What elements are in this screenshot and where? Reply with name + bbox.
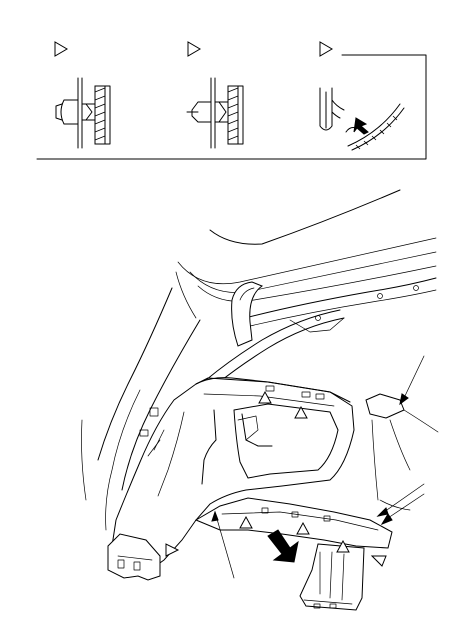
bumper-clip-area	[365, 393, 405, 419]
expansion-rivet-clip-icon	[186, 77, 244, 149]
triangle-icon	[187, 41, 201, 57]
clip-marker-triangle-icon	[258, 390, 272, 404]
arch-curve-4	[81, 419, 87, 501]
legend-frame	[36, 54, 427, 160]
legend-item-1	[54, 41, 111, 149]
arch-curve-1	[97, 287, 173, 461]
triangle-icon	[319, 41, 333, 57]
legend-item-2	[186, 41, 244, 149]
clip-marker-triangle-icon	[239, 515, 253, 529]
hood-line-3	[197, 265, 437, 302]
clip-location-markers	[165, 390, 387, 567]
bolt-icon	[413, 285, 419, 291]
liner-lower-flange	[194, 497, 393, 549]
arrow-icon	[353, 117, 369, 135]
hood-side	[175, 271, 197, 319]
leader-line	[403, 355, 425, 399]
plastic-clip-icon	[55, 77, 111, 149]
bracket	[289, 317, 345, 333]
leader-line	[383, 483, 425, 513]
hose-upper	[205, 309, 341, 381]
leader-line	[387, 493, 425, 519]
clip-marker-triangle-icon	[336, 539, 350, 553]
hose-lower	[211, 317, 345, 389]
vehicle-fender-liner-drawing	[81, 189, 439, 611]
triangle-icon	[54, 41, 68, 57]
liner-recess	[233, 403, 339, 479]
hood-line-2	[189, 251, 437, 293]
strut-tube	[231, 281, 264, 347]
clip-marker-triangle-icon	[296, 521, 310, 535]
arch-curve-3	[105, 389, 141, 531]
hood-edge	[209, 189, 401, 245]
hood-line-1	[177, 237, 437, 285]
clip-marker-triangle-icon	[165, 543, 180, 557]
removal-direction-arrow-icon	[267, 529, 299, 563]
clip-marker-triangle-icon	[294, 405, 308, 419]
liner-front-tab	[107, 533, 161, 581]
fender-liner	[111, 377, 355, 571]
leader-line	[214, 511, 235, 579]
clip-legend	[36, 41, 427, 160]
screwdriver-pry-clip-icon	[319, 87, 405, 151]
fender-top	[244, 277, 437, 319]
clip-marker-triangle-icon	[370, 555, 387, 567]
fender-inner	[249, 289, 437, 327]
liner-top-edge	[195, 377, 351, 403]
bolt-icon	[377, 293, 383, 299]
legend-item-3	[319, 41, 405, 151]
